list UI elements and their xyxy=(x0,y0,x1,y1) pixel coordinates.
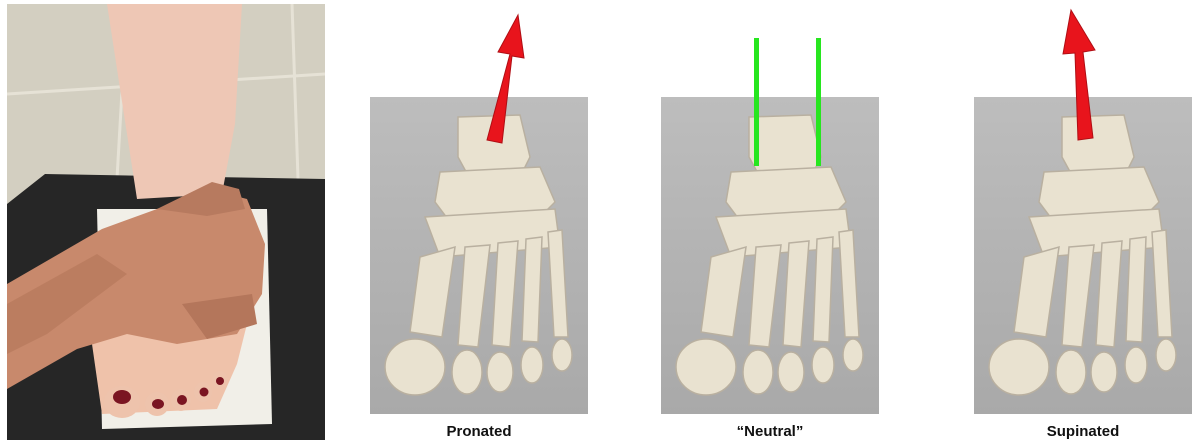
pronated-label: Pronated xyxy=(370,423,588,440)
pronated-foot-panel xyxy=(370,97,588,414)
neutral-foot-skeleton xyxy=(661,97,879,414)
foot-exam-photo xyxy=(7,4,325,440)
supinated-foot-panel xyxy=(974,97,1192,414)
neutral-foot-panel xyxy=(661,97,879,414)
supinated-foot-skeleton xyxy=(974,97,1192,414)
supinated-label: Supinated xyxy=(974,423,1192,440)
pronated-foot-skeleton xyxy=(370,97,588,414)
neutral-label: “Neutral” xyxy=(661,423,879,440)
